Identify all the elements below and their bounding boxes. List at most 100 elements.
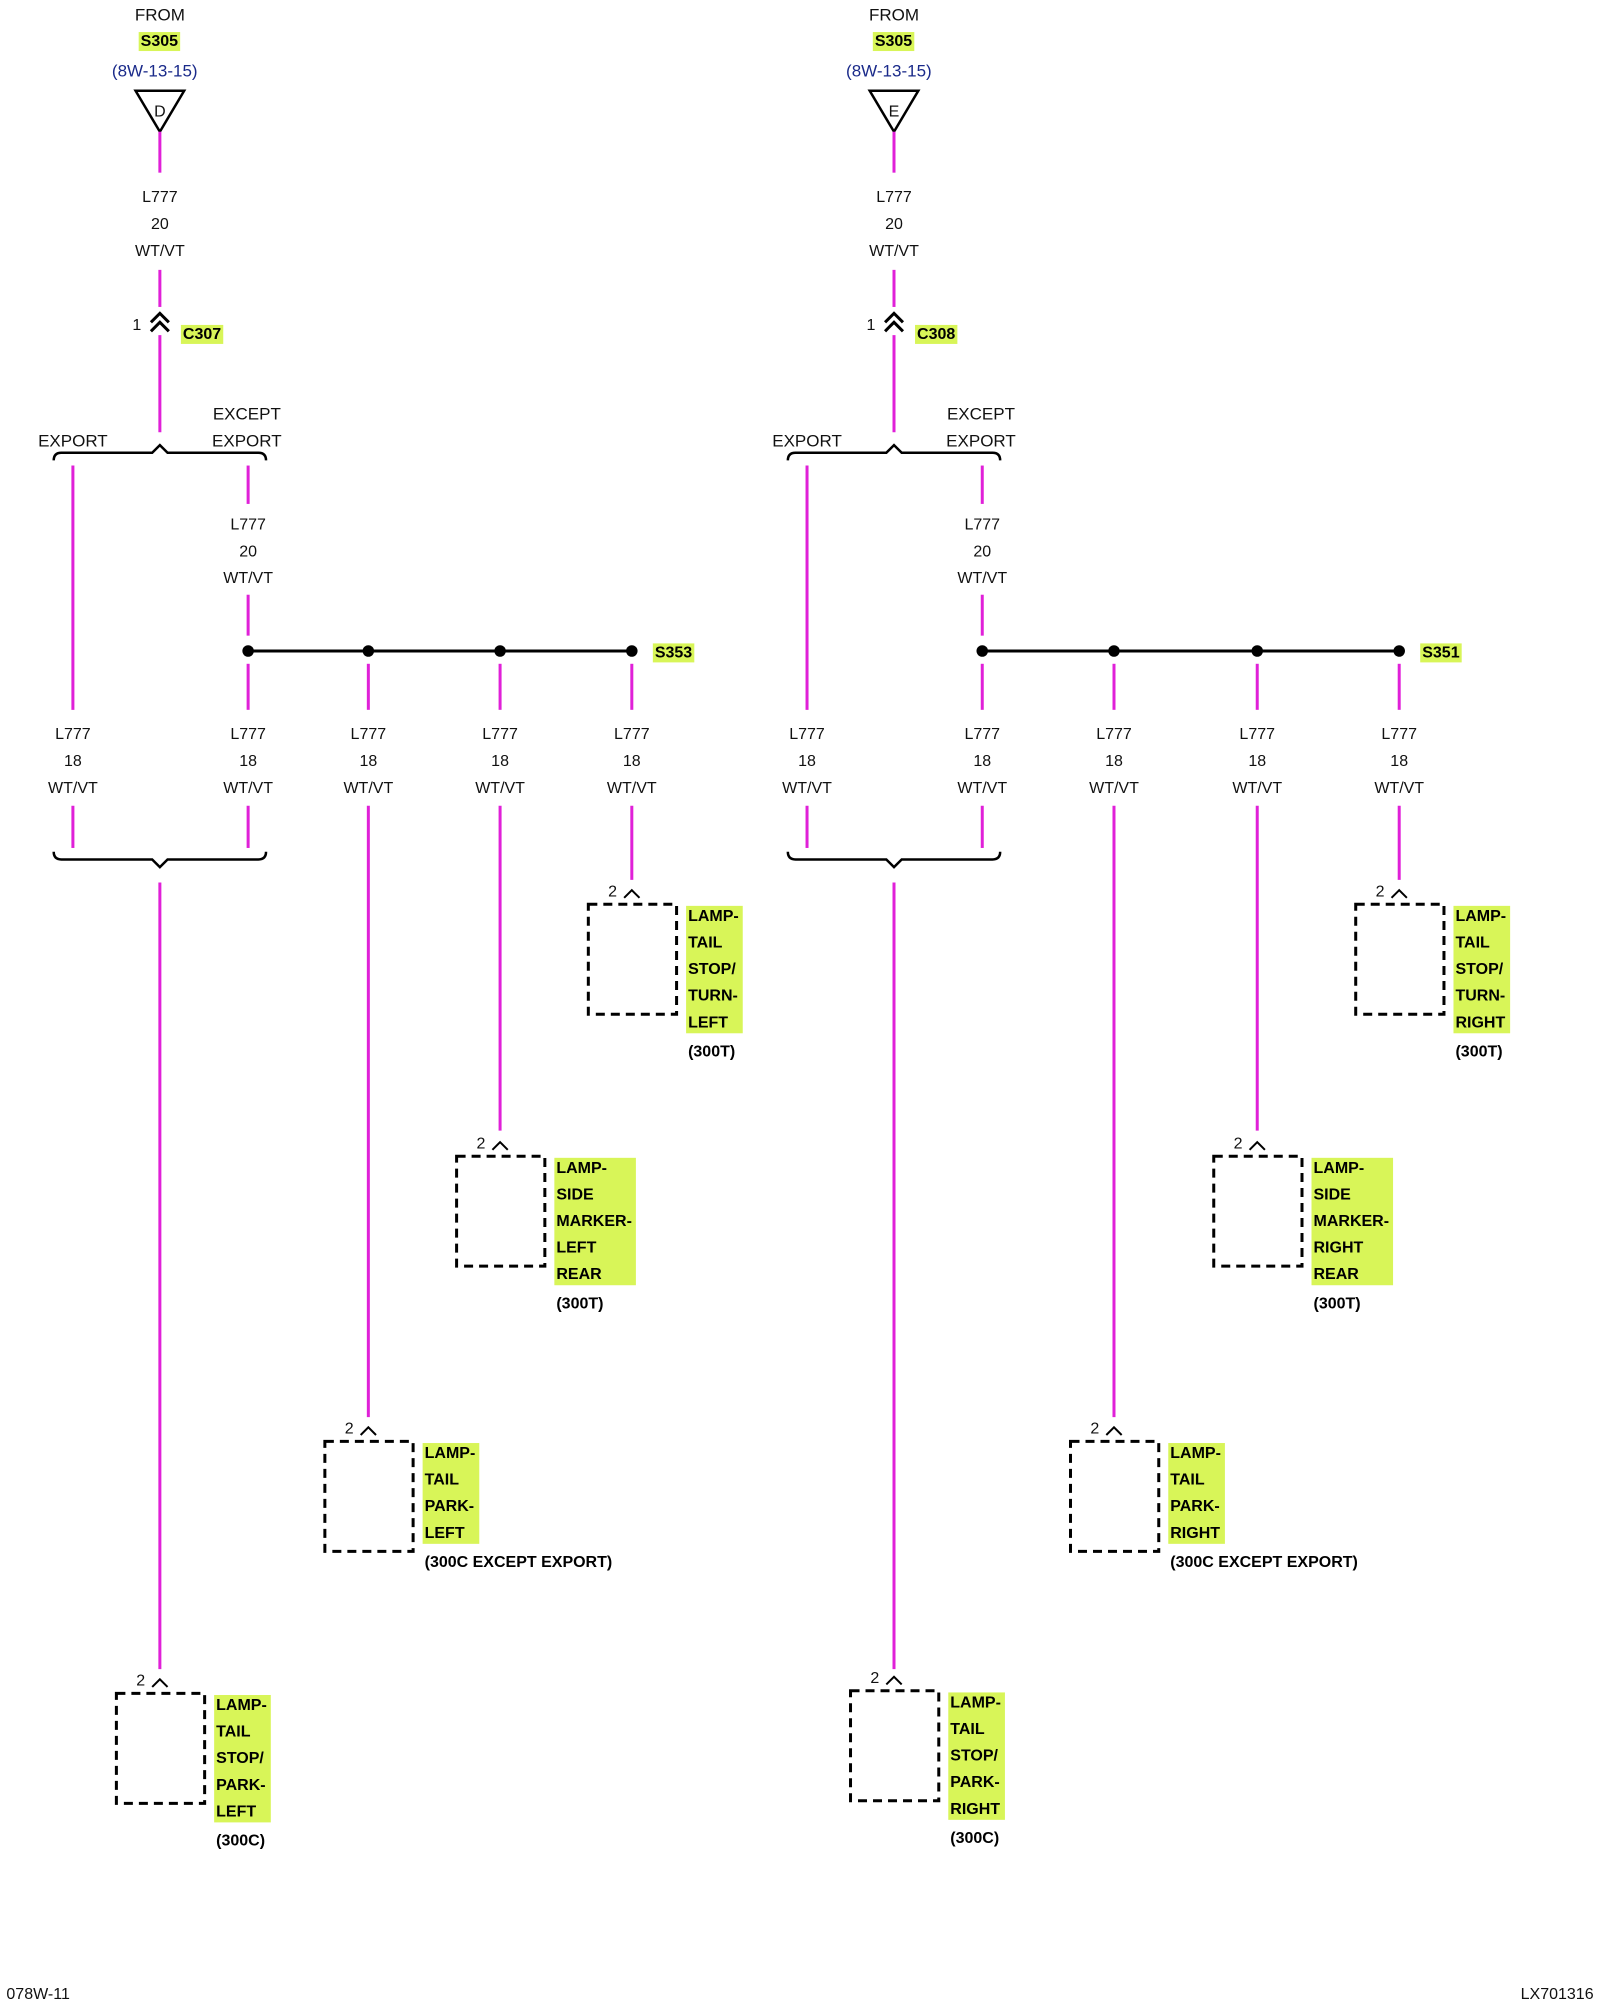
wire-circuit-label: L777 [1096,726,1132,743]
component-name-line: LAMP- [1455,908,1506,925]
wire-circuit-label: L777 [614,726,650,743]
connector-id: C307 [183,326,221,343]
wire-color-label: WT/VT [475,780,525,797]
component-name-line: TAIL [1455,934,1490,951]
option-brace-top [786,443,1002,461]
splice-source-label-highlight [872,32,915,52]
component-variant: (300T) [556,1295,603,1312]
splice-node-icon [1251,645,1263,657]
wire-color-label: WT/VT [223,780,273,797]
component-name-line: MARKER- [556,1213,632,1230]
pin-caret-icon [151,1677,169,1688]
wire-circuit-label: L777 [1381,726,1417,743]
pin-number: 2 [1090,1421,1099,1438]
wire-color-label: WT/VT [223,570,273,587]
page-reference-link[interactable]: (8W-13-15) [112,62,198,81]
component-variant: (300C) [950,1830,999,1847]
component-name-line: REAR [556,1266,602,1283]
wire-color-label: WT/VT [343,780,393,797]
connector-chevron-icon [883,311,905,333]
wire-circuit-label: L777 [351,726,387,743]
splice-source-label-group: S305 [138,32,181,52]
component-name-highlight [1311,1157,1394,1286]
from-label: FROM [869,5,919,24]
wire-circuit-label: L777 [55,726,91,743]
component-name-line: MARKER- [1314,1213,1390,1230]
page-reference-link[interactable]: (8W-13-15) [846,62,932,81]
connector-outline [1354,902,1446,1016]
pin-caret-icon [491,1140,509,1151]
terminal-triangle-icon [133,89,187,135]
wire-circuit-label: L777 [142,189,178,206]
wire-gauge-label: 18 [239,753,257,770]
connector-outline [455,1154,547,1268]
component-name-line: SIDE [1314,1186,1352,1203]
branch-label-export: EXPORT [772,431,842,450]
pin-caret-icon [623,888,641,899]
splice-node-icon [626,645,638,657]
pin-number: 2 [608,884,617,901]
wire-circuit-label: L777 [964,516,1000,533]
component-name-line: STOP/ [216,1750,264,1767]
connector-outline [586,902,679,1016]
wire-gauge-label: 20 [239,543,257,560]
pin-caret-icon [1248,1140,1266,1151]
component-name-line: LAMP- [1314,1160,1365,1177]
wire-color-label: WT/VT [48,780,98,797]
component-variant: (300T) [688,1043,735,1060]
component-name-line: TAIL [1170,1472,1205,1489]
wire-gauge-label: 18 [623,753,641,770]
option-brace-bottom [786,851,1002,869]
wire-gauge-label: 18 [973,753,991,770]
footer-right-id: LX701316 [1521,1986,1594,2000]
pin-number: 2 [1234,1136,1243,1153]
component-name-line: TAIL [216,1724,251,1741]
splice-source-label: S305 [875,33,912,50]
component-name-highlight [554,1157,636,1286]
splice-source-label: S305 [141,33,178,50]
component-name-highlight [214,1694,271,1823]
component-name-line: TAIL [425,1472,460,1489]
splice-node-icon [1393,645,1405,657]
wire-gauge-label: 18 [1390,753,1408,770]
component-name-line: PARK- [1170,1498,1219,1515]
connector-outline [114,1691,207,1805]
connector-id-highlight [180,324,224,344]
wire-color-label: WT/VT [782,780,832,797]
wire-color-label: WT/VT [957,570,1007,587]
component-name-line: LEFT [688,1014,728,1031]
component-name-line: STOP/ [1455,961,1503,978]
component-name-line: LEFT [216,1803,256,1820]
connector-chevron-icon [149,311,170,333]
option-brace-bottom [52,851,268,869]
connector-outline [323,1439,415,1553]
component-name-line: LEFT [556,1240,596,1257]
terminal-letter: E [889,103,900,120]
wire-gauge-label: 18 [1248,753,1266,770]
wire-color-label: WT/VT [1232,780,1282,797]
wire-gauge-label: 18 [64,753,82,770]
component-name-line: LAMP- [425,1445,476,1462]
component-name-line: PARK- [425,1498,474,1515]
splice-id-highlight [1420,643,1462,663]
